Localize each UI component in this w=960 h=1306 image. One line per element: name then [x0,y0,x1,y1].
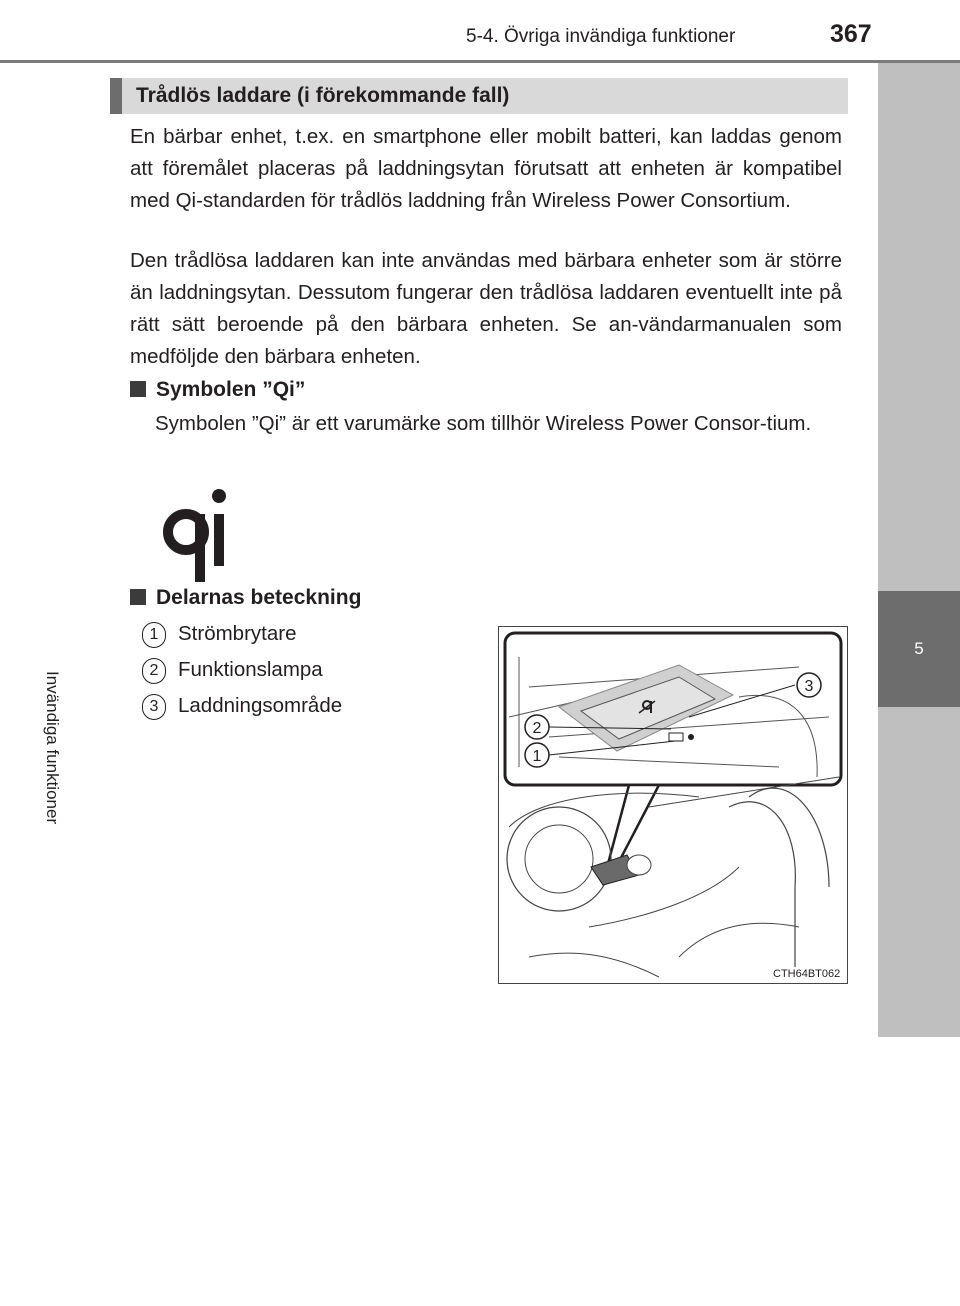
qi-logo-svg [163,489,226,582]
legend-label: Strömbrytare [178,622,297,645]
page-number: 367 [830,20,872,48]
chapter-label: Invändiga funktioner [43,671,62,825]
parts-heading: Delarnas beteckning [130,586,361,610]
legend-item-3: 3 Laddningsområde [142,694,342,722]
legend-item-2: 2 Funktionslampa [142,658,323,686]
legend-label: Funktionslampa [178,658,323,681]
parts-heading-text: Delarnas beteckning [156,586,362,609]
legend-number: 1 [142,622,166,648]
header-section-title: 5-4. Övriga invändiga funktioner [466,26,736,47]
charger-illustration-svg: 3 2 1 [503,631,843,978]
charger-illustration: 3 2 1 [498,626,848,984]
callout-3: 3 [805,678,814,695]
figure-code: CTH64BT062 [773,968,841,980]
legend-number: 3 [142,694,166,720]
section-heading: Trådlös laddare (i förekommande fall) [110,78,848,114]
qi-logo-icon [160,486,240,582]
legend-label: Laddningsområde [178,694,343,717]
qi-symbol-heading-text: Symbolen ”Qi” [156,378,306,401]
chapter-number: 5 [914,639,924,658]
square-bullet-icon [130,589,146,605]
intro-paragraph: En bärbar enhet, t.ex. en smartphone ell… [130,125,842,212]
header-divider [0,60,960,63]
side-tab-lower [878,707,960,1037]
legend-item-1: 1 Strömbrytare [142,622,296,650]
callout-1: 1 [533,748,542,765]
limitation-paragraph: Den trådlösa laddaren kan inte användas … [130,249,842,368]
callout-2: 2 [533,720,542,737]
chapter-number-box: 5 [878,591,960,707]
square-bullet-icon [130,381,146,397]
side-tab-upper [878,63,960,591]
legend-number: 2 [142,658,166,684]
chapter-side-tab: 5 [878,63,960,1243]
qi-symbol-text: Symbolen ”Qi” är ett varumärke som tillh… [155,412,812,435]
qi-symbol-heading: Symbolen ”Qi” [130,378,305,402]
